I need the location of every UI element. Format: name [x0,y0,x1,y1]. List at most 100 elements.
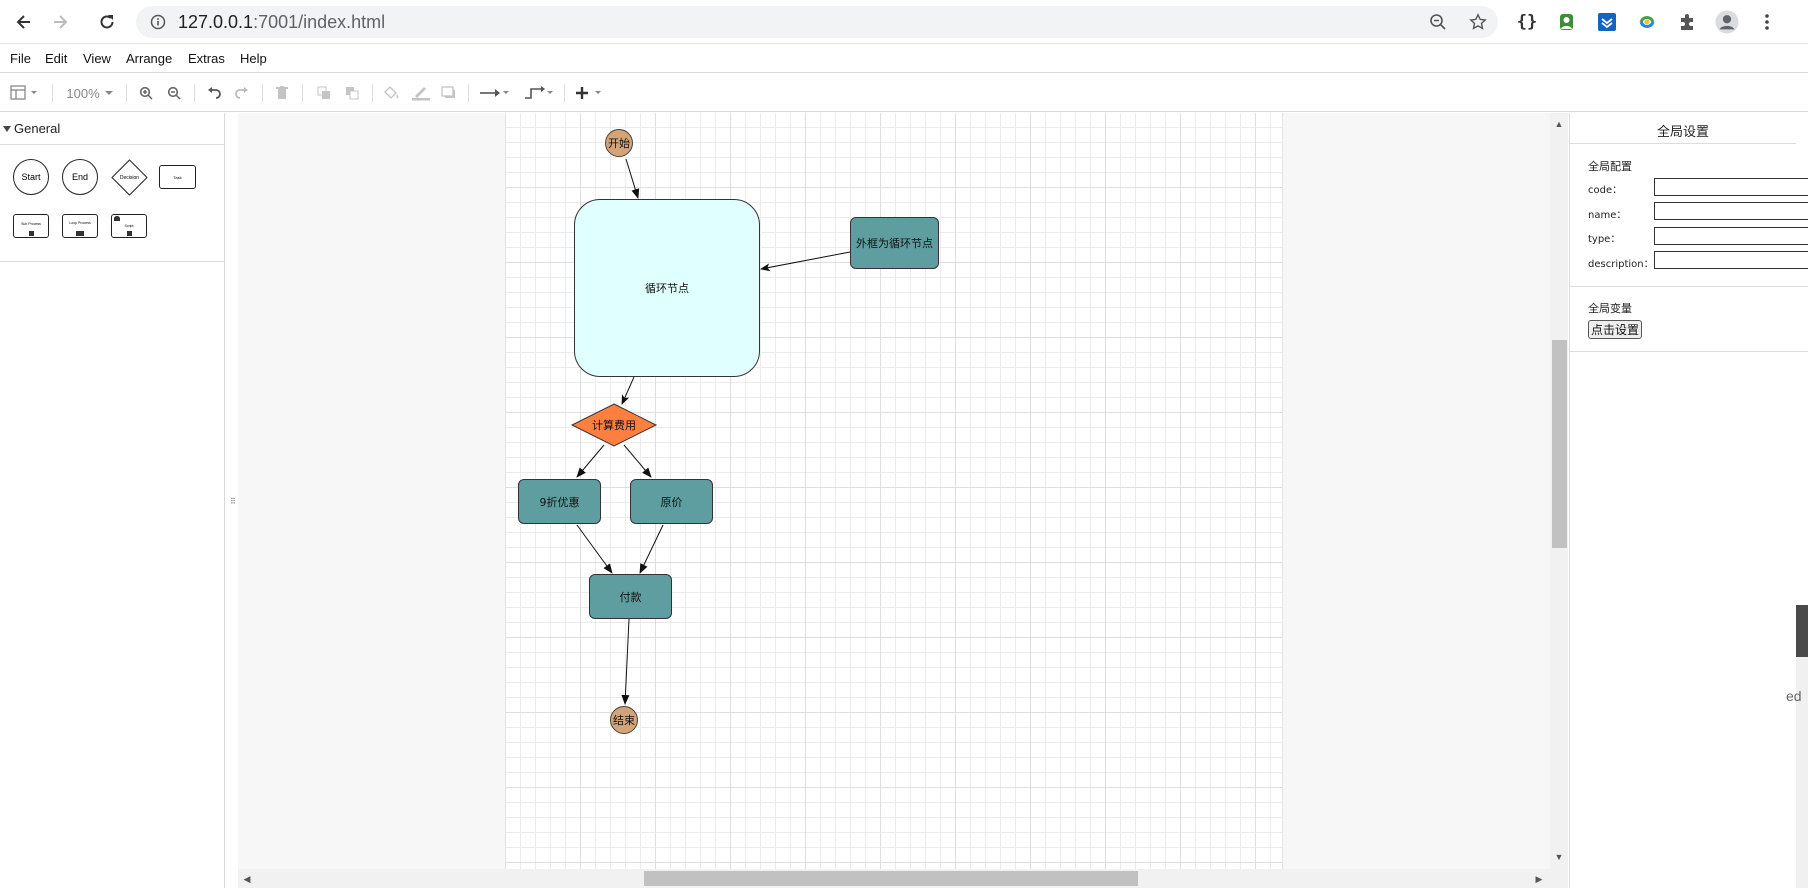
shape-start-label: Start [21,172,41,182]
shape-decision-label: Decision [119,174,140,181]
delete-icon[interactable] [272,83,292,103]
edge-decision-discount[interactable] [576,444,605,478]
extensions-puzzle-icon[interactable] [1675,10,1699,34]
edge-outer-loop[interactable] [760,251,851,272]
type-label: type： [1588,234,1621,245]
clipped-text-fragment: ed [1786,688,1802,704]
panel-title: 全局设置 [1570,113,1796,144]
menu-file[interactable]: File [10,51,31,66]
edge-discount-pay[interactable] [576,524,613,574]
address-bar[interactable]: 127.0.0.1:7001/index.html [136,6,1498,38]
extension-blue-icon[interactable] [1595,10,1619,34]
back-icon[interactable] [9,7,39,37]
overlay-edge-lower [1796,657,1808,888]
node-start-label: 开始 [608,137,630,150]
shape-sub-process[interactable]: Sub Process [13,214,49,238]
zoom-level-text: 100% [66,85,100,101]
diagram-canvas[interactable]: 开始 循环节点 外框为循环节点 计算费用 9折优惠 原价 付款 结束 [238,113,1550,869]
to-front-icon[interactable] [314,83,334,103]
panel-layout-icon[interactable] [8,83,42,103]
shadow-icon[interactable] [438,83,460,103]
scroll-left-icon[interactable]: ◀ [243,873,251,884]
loop-marker-icon [76,231,84,236]
vertical-scroll-thumb[interactable] [1552,340,1567,548]
code-input[interactable] [1654,178,1808,196]
json-extension-icon[interactable]: {} [1516,12,1538,32]
edge-decision-original[interactable] [623,444,652,478]
description-input[interactable] [1654,251,1808,269]
name-input[interactable] [1654,202,1808,220]
bookmark-star-icon[interactable] [1466,10,1490,34]
redo-icon[interactable] [232,83,252,103]
insert-plus-dropdown[interactable] [574,83,606,103]
scroll-up-icon[interactable]: ▲ [1554,119,1564,129]
overlay-edge [1796,605,1808,657]
node-decision-shape[interactable] [570,403,658,447]
node-outer-loop-task[interactable]: 外框为循环节点 [850,217,939,269]
node-discount-label: 9折优惠 [539,495,580,509]
node-decision[interactable]: 计算费用 [572,404,656,446]
script-corner-icon [114,216,120,221]
set-variables-button[interactable]: 点击设置 [1588,320,1643,339]
edge-pay-end[interactable] [621,618,630,705]
shape-loop-process-label: Loop Process [69,221,91,225]
shape-loop-process[interactable]: Loop Process [62,214,98,238]
to-back-icon[interactable] [342,83,362,103]
shape-start[interactable]: Start [13,159,49,195]
node-pay-label: 付款 [619,590,642,604]
chevron-down-icon [3,126,11,132]
shape-decision[interactable]: Decision [111,159,148,196]
undo-icon[interactable] [204,83,224,103]
shape-end[interactable]: End [62,159,98,195]
zoom-out-icon[interactable] [1426,10,1450,34]
extension-puzzle-color-icon[interactable] [1635,10,1659,34]
connection-style-dropdown[interactable] [478,83,512,103]
menu-help[interactable]: Help [240,51,267,66]
sidebar-splitter[interactable]: ⠿ [226,113,237,888]
site-info-icon[interactable] [146,10,170,34]
name-label: name： [1588,210,1627,221]
profile-avatar-icon[interactable] [1715,10,1739,34]
shape-sub-process-label: Sub Process [21,222,41,226]
menu-view[interactable]: View [83,51,111,66]
forward-icon[interactable] [45,7,75,37]
edge-original-pay[interactable] [639,524,664,574]
node-start[interactable]: 开始 [605,129,633,157]
script-marker-icon [126,231,132,236]
shape-script[interactable]: Script [111,214,147,238]
node-discount[interactable]: 9折优惠 [518,479,601,524]
type-input[interactable] [1654,227,1808,245]
fill-color-icon[interactable] [382,83,402,103]
sidebar-general-header[interactable]: General [0,113,225,145]
diagram-edges [570,158,851,705]
menu-extras[interactable]: Extras [188,51,225,66]
horizontal-scroll-thumb[interactable] [644,871,1138,886]
node-loop[interactable]: 循环节点 [574,199,760,377]
scroll-right-icon[interactable]: ▶ [1535,873,1543,884]
menu-arrange[interactable]: Arrange [126,51,173,66]
node-end-label: 结束 [613,714,635,727]
node-pay[interactable]: 付款 [589,574,672,619]
zoom-in-icon[interactable] [136,83,156,103]
node-end[interactable]: 结束 [610,706,638,734]
code-label: code： [1588,185,1623,196]
shape-script-label: Script [124,224,134,228]
edge-loop-decision[interactable] [621,376,635,405]
zoom-level-dropdown[interactable]: 100% [62,83,118,103]
edge-start-loop[interactable] [625,158,640,199]
shape-end-label: End [71,172,88,182]
url-text: 127.0.0.1:7001/index.html [178,12,386,32]
node-original-price[interactable]: 原价 [630,479,713,524]
extension-green-icon[interactable] [1555,10,1579,34]
menu-edit[interactable]: Edit [45,51,68,66]
reload-icon[interactable] [92,7,122,37]
sub-process-marker-icon [28,231,34,236]
shape-task[interactable]: Task [159,165,196,189]
waypoint-style-dropdown[interactable] [522,83,556,103]
browser-toolbar: 127.0.0.1:7001/index.html {} [0,0,1808,44]
browser-menu-icon[interactable] [1755,10,1779,34]
scroll-down-icon[interactable]: ▼ [1554,852,1564,862]
shape-task-label: Task [173,174,182,180]
line-color-icon[interactable] [410,83,432,103]
zoom-out-icon[interactable] [164,83,184,103]
